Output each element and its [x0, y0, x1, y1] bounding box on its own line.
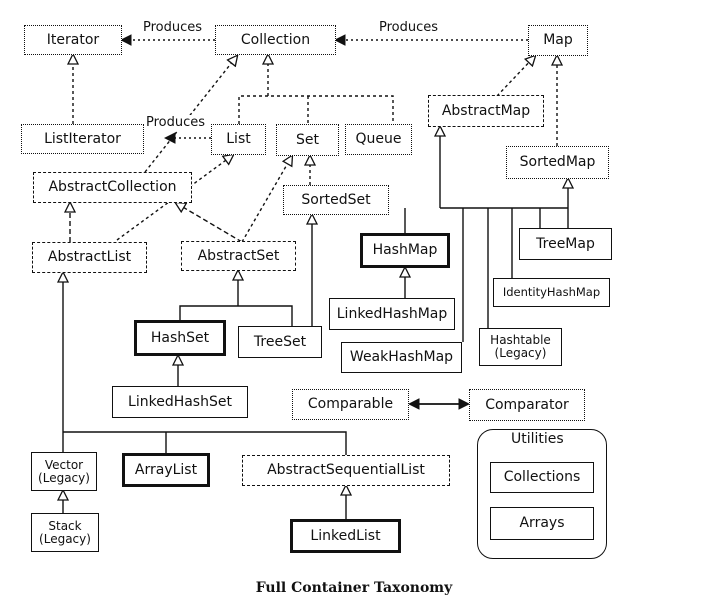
vector-legacy-label: (Legacy): [38, 470, 90, 485]
hash-map-node: HashMap: [360, 233, 450, 268]
weak-hash-map-node: WeakHashMap: [341, 342, 462, 373]
comparable-node: Comparable: [292, 389, 409, 420]
utilities-title: Utilities: [507, 431, 568, 447]
stack-legacy-label: (Legacy): [39, 531, 91, 546]
sorted-map-node: SortedMap: [506, 146, 609, 179]
hashtable-legacy-label: (Legacy): [494, 346, 547, 360]
hash-set-node: HashSet: [134, 320, 226, 356]
map-node: Map: [528, 25, 588, 56]
collection-node: Collection: [215, 25, 336, 55]
abstract-sequential-list-node: AbstractSequentialList: [242, 455, 450, 486]
figure-caption: Full Container Taxonomy: [255, 580, 453, 596]
iterator-node: Iterator: [24, 25, 122, 55]
arrays-node: Arrays: [490, 507, 594, 540]
linked-hash-map-node: LinkedHashMap: [329, 298, 455, 330]
sorted-set-node: SortedSet: [283, 185, 389, 215]
produces-label: Produces: [377, 20, 441, 35]
abstract-map-node: AbstractMap: [428, 95, 544, 127]
produces-label: Produces: [141, 20, 205, 35]
list-iterator-node: ListIterator: [21, 124, 144, 154]
list-node: List: [211, 124, 266, 155]
produces-label: Produces: [144, 115, 208, 130]
abstract-list-node: AbstractList: [32, 242, 147, 273]
stack-label: Stack: [48, 518, 82, 533]
vector-node: Vector (Legacy): [31, 452, 97, 491]
hashtable-label: Hashtable: [490, 333, 551, 348]
comparator-node: Comparator: [469, 389, 585, 421]
abstract-set-node: AbstractSet: [181, 241, 296, 271]
linked-list-node: LinkedList: [290, 519, 401, 553]
vector-label: Vector: [44, 457, 84, 472]
array-list-node: ArrayList: [122, 453, 210, 487]
hashtable-node: Hashtable (Legacy): [479, 328, 562, 366]
identity-hash-map-node: IdentityHashMap: [493, 278, 610, 307]
utilities-group: [477, 429, 607, 559]
tree-set-node: TreeSet: [238, 326, 322, 358]
queue-node: Queue: [345, 124, 412, 155]
linked-hash-set-node: LinkedHashSet: [112, 386, 248, 418]
tree-map-node: TreeMap: [519, 228, 612, 260]
stack-node: Stack (Legacy): [31, 513, 99, 552]
set-node: Set: [276, 124, 339, 156]
abstract-collection-node: AbstractCollection: [33, 172, 192, 203]
collections-node: Collections: [490, 462, 594, 493]
